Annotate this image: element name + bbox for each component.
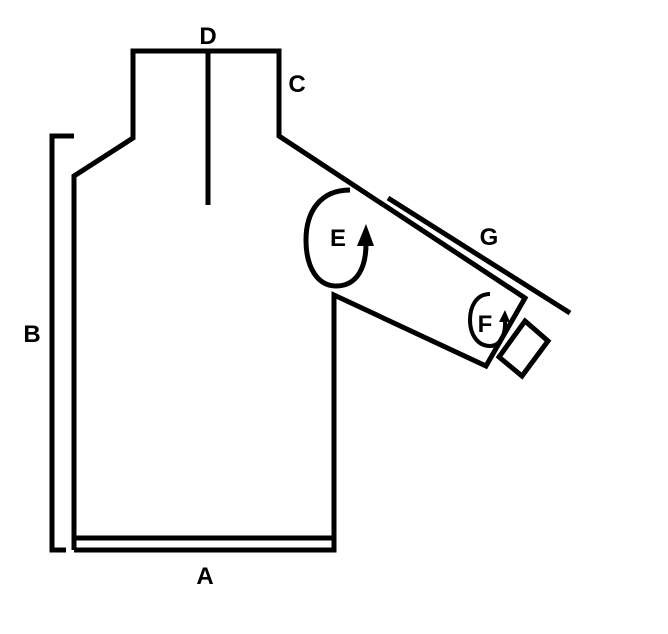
label-f: F [478, 311, 493, 338]
label-d: D [199, 23, 216, 50]
label-e: E [330, 225, 346, 252]
sleeve-length-line [386, 195, 572, 316]
label-a: A [196, 563, 213, 590]
label-g: G [480, 224, 499, 251]
length-bracket [49, 133, 74, 553]
wrist-arrow [499, 310, 510, 322]
sweater-outline [71, 48, 529, 553]
wrist-loop [467, 292, 508, 349]
cuff-rectangle [495, 317, 552, 380]
upper-arm-arrow [357, 224, 374, 246]
label-c: C [288, 71, 305, 98]
upper-arm-loop [303, 187, 369, 289]
label-b: B [23, 321, 40, 348]
